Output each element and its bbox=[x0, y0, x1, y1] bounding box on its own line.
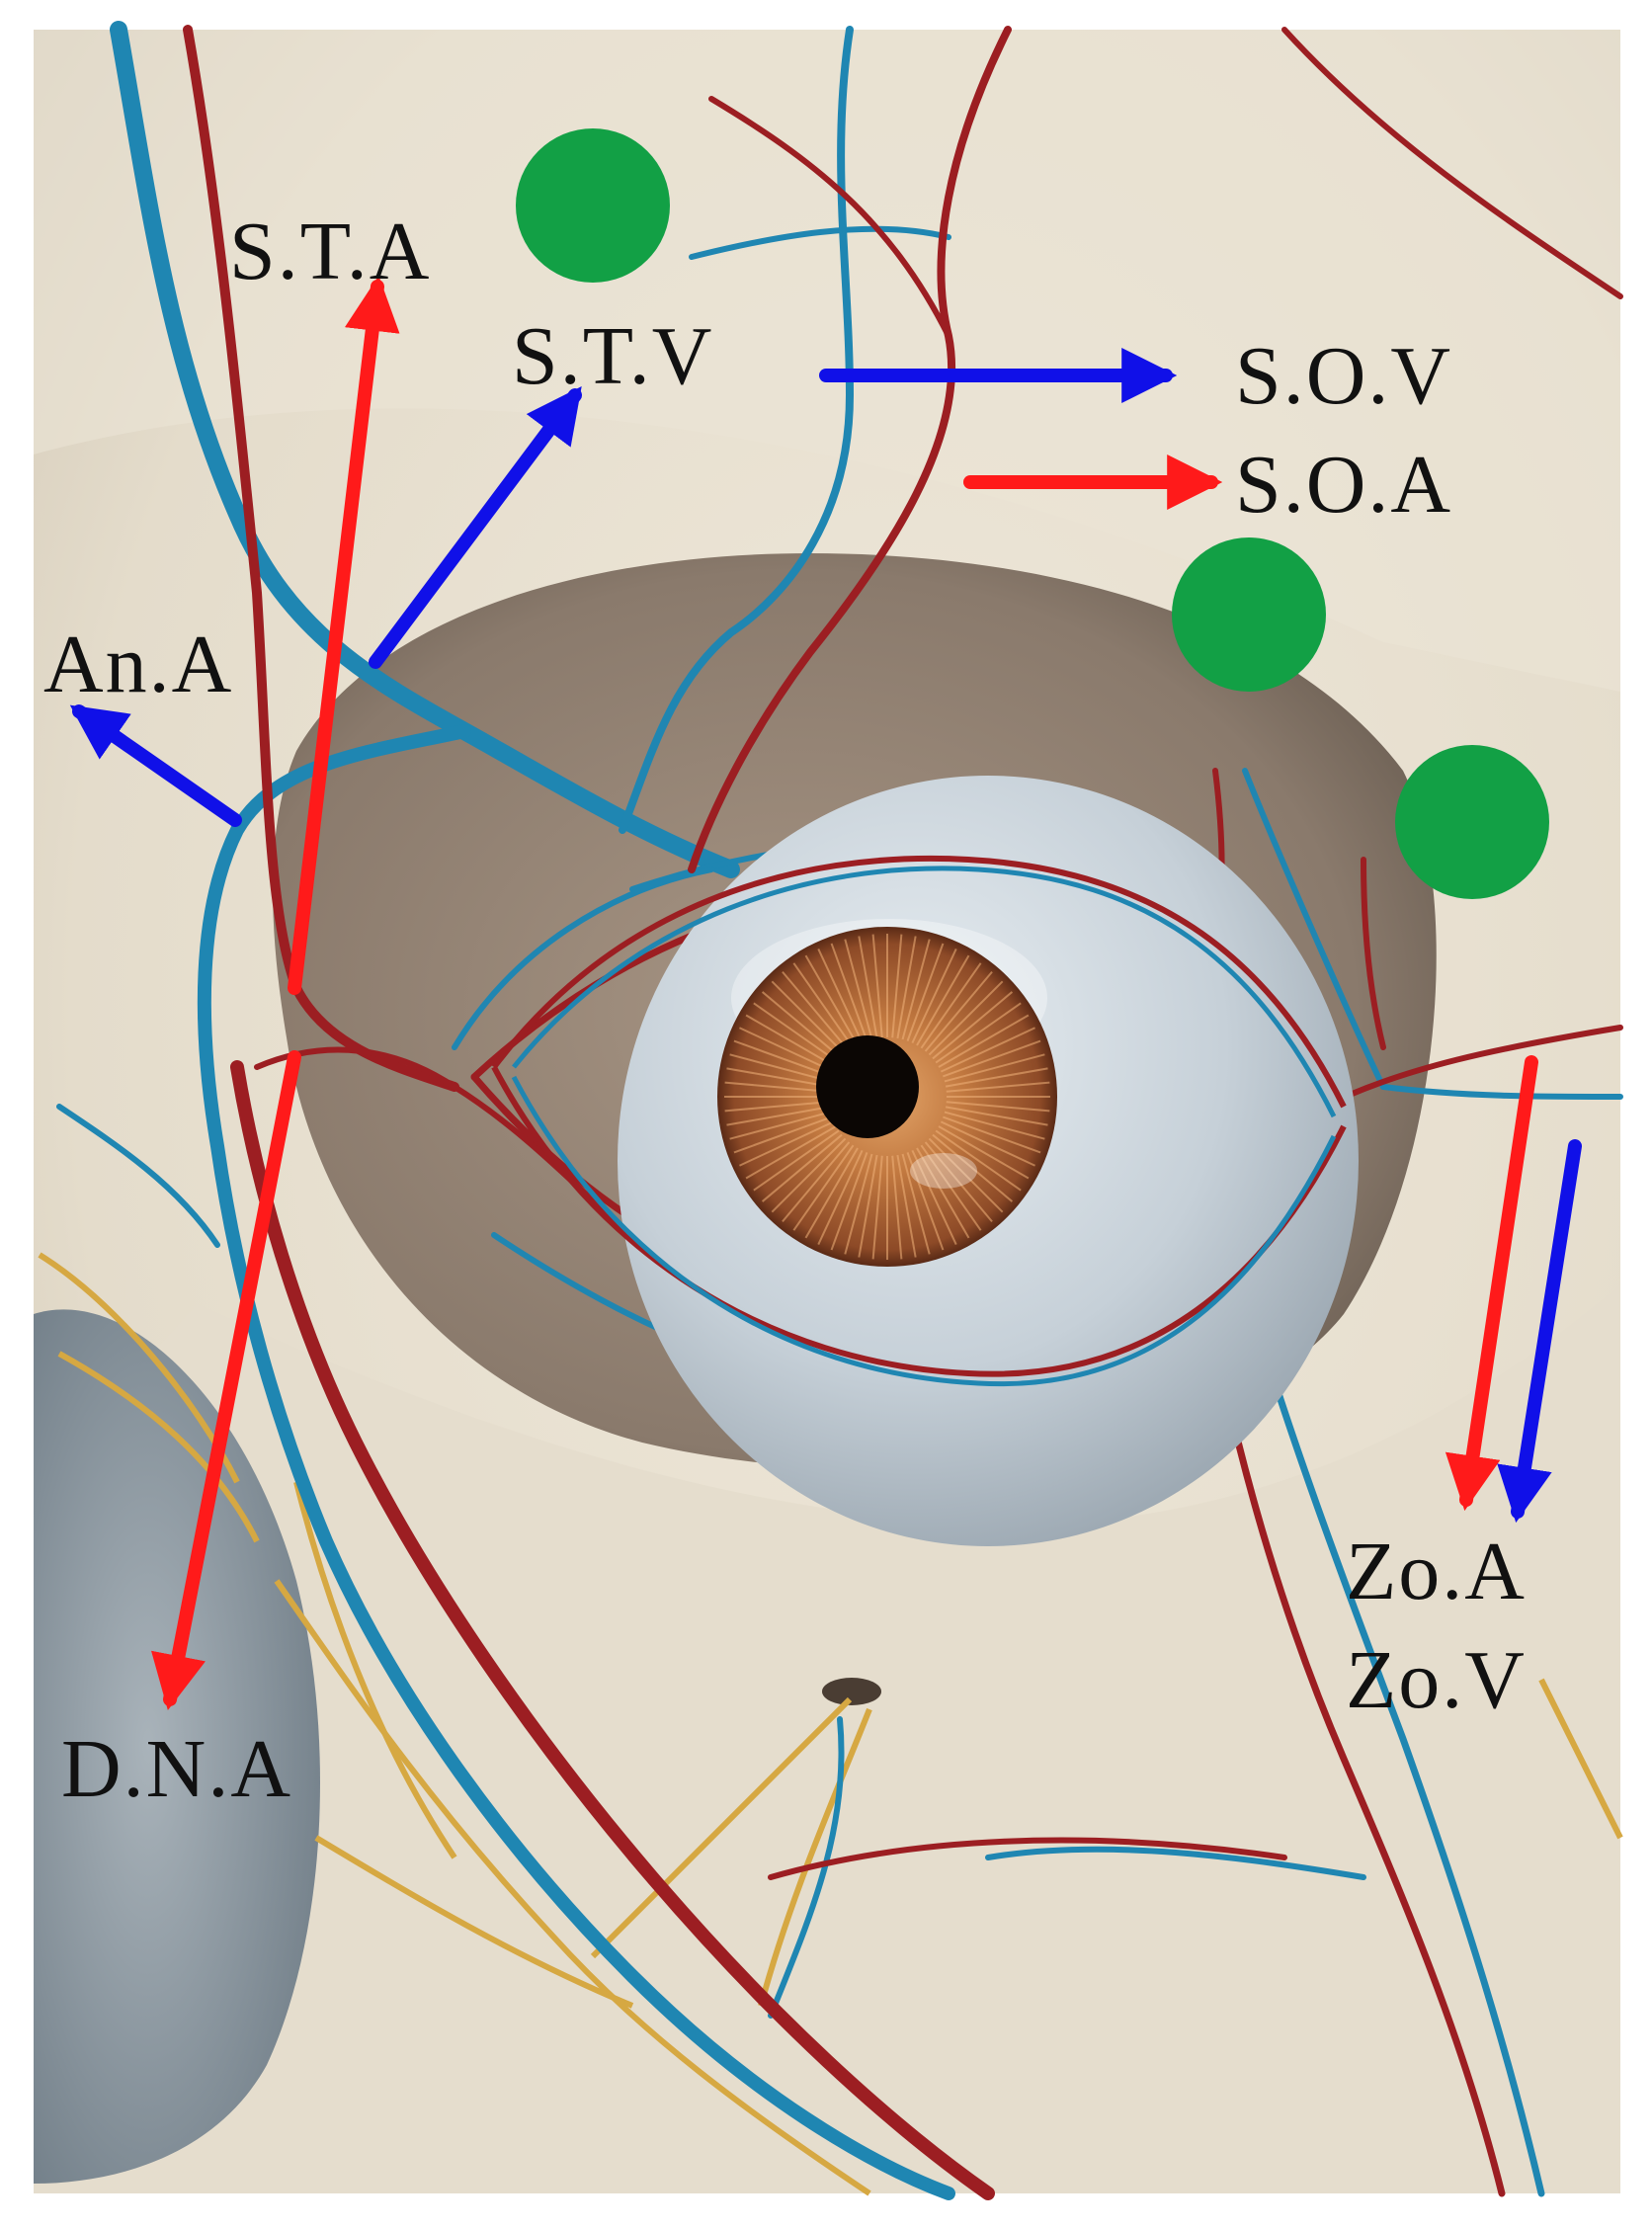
label-stv: S.T.V bbox=[512, 310, 713, 402]
iris-fiber bbox=[920, 962, 982, 1049]
iris-fiber bbox=[940, 1120, 1035, 1167]
maxilla-zygoma bbox=[34, 1284, 1620, 2193]
iris-fiber bbox=[916, 1147, 970, 1239]
label-soa: S.O.A bbox=[1235, 439, 1452, 531]
iris-fiber bbox=[771, 980, 847, 1056]
facial-nerves bbox=[38, 1252, 1623, 2196]
iris-fiber bbox=[891, 934, 903, 1038]
iris-fiber bbox=[940, 1027, 1035, 1073]
iris-fiber bbox=[858, 1154, 878, 1258]
iris-fiber bbox=[726, 1106, 830, 1126]
iris-fiber bbox=[761, 991, 843, 1060]
iris-fiber bbox=[844, 939, 873, 1040]
label-sov: S.O.V bbox=[1235, 330, 1452, 422]
zov-arrow bbox=[1497, 1139, 1582, 1524]
iris-fiber bbox=[830, 943, 868, 1041]
label-zoa: Zo.A bbox=[1346, 1526, 1527, 1617]
iris-fiber bbox=[916, 954, 970, 1046]
iris-fiber bbox=[804, 954, 859, 1046]
iris-fiber bbox=[782, 1141, 851, 1223]
iris-fiber bbox=[844, 1153, 873, 1255]
iris-fiber bbox=[729, 1111, 831, 1140]
frontal-bone bbox=[34, 30, 1620, 692]
iris-fiber bbox=[792, 1144, 855, 1231]
iris-fiber bbox=[739, 1120, 835, 1167]
label-dna: D.N.A bbox=[61, 1723, 292, 1815]
iris-fiber bbox=[901, 1153, 931, 1255]
iris-fiber bbox=[871, 1155, 883, 1260]
iris-fiber bbox=[782, 970, 851, 1052]
label-ana: An.A bbox=[43, 619, 233, 710]
iris-fiber bbox=[733, 1115, 832, 1154]
iris-fiber bbox=[938, 1125, 1030, 1180]
sta-arrow bbox=[288, 275, 400, 995]
iris-fiber bbox=[920, 1144, 982, 1231]
iris-fiber bbox=[906, 943, 945, 1041]
iris-fiber bbox=[724, 1081, 829, 1093]
upper-marker-1 bbox=[516, 128, 670, 283]
iris-fiber bbox=[896, 936, 917, 1039]
iris-fiber bbox=[924, 970, 993, 1052]
iris-fibers bbox=[724, 934, 1050, 1260]
iris-fiber bbox=[724, 1101, 829, 1113]
iris-fiber bbox=[896, 1154, 917, 1258]
iris-fiber bbox=[745, 1125, 837, 1180]
upper-marker-2 bbox=[1172, 537, 1326, 692]
iris-highlight bbox=[910, 1153, 977, 1189]
iris-fiber bbox=[792, 962, 855, 1049]
iris-fiber bbox=[891, 1155, 903, 1260]
iris-fiber bbox=[858, 936, 878, 1039]
iris-fiber bbox=[944, 1053, 1045, 1083]
iris-fiber bbox=[817, 949, 864, 1044]
iris-fiber bbox=[729, 1053, 831, 1083]
iris-fiber bbox=[932, 1133, 1014, 1202]
iris-fiber bbox=[932, 991, 1014, 1060]
iris-fiber bbox=[753, 1129, 840, 1192]
label-zov: Zo.V bbox=[1346, 1634, 1527, 1726]
iris-fiber bbox=[726, 1067, 830, 1088]
iris-fiber bbox=[946, 1101, 1050, 1113]
iris-fiber bbox=[911, 949, 957, 1044]
lateral-marker bbox=[1395, 745, 1549, 899]
iris-fiber bbox=[911, 1149, 957, 1245]
iris-fiber bbox=[901, 939, 931, 1040]
zoa-arrow bbox=[1445, 1055, 1538, 1512]
iris-fiber bbox=[928, 1137, 1004, 1213]
iris-fiber bbox=[906, 1152, 945, 1251]
pupil bbox=[816, 1035, 919, 1138]
iris-fiber bbox=[761, 1133, 843, 1202]
iris-fiber bbox=[804, 1147, 859, 1239]
palpebral-veins bbox=[511, 866, 1337, 1387]
ana-arrow bbox=[69, 704, 242, 827]
dna-arrow bbox=[151, 1050, 301, 1710]
stv-arrow bbox=[369, 386, 582, 669]
iris-fiber bbox=[945, 1067, 1048, 1088]
iris-fiber bbox=[935, 1129, 1022, 1192]
iris-fiber bbox=[928, 980, 1004, 1056]
infraorbital-foramen bbox=[822, 1678, 881, 1705]
iris-fiber bbox=[943, 1039, 1041, 1078]
veins bbox=[56, 21, 1623, 2200]
iris-fiber bbox=[945, 1106, 1048, 1126]
iris-fiber bbox=[946, 1081, 1050, 1093]
iris-fiber bbox=[938, 1014, 1030, 1068]
iris-fiber bbox=[733, 1039, 832, 1078]
iris-fiber bbox=[830, 1152, 868, 1251]
iris-fiber bbox=[924, 1141, 993, 1223]
iris-fiber bbox=[771, 1137, 847, 1213]
iris-fiber bbox=[739, 1027, 835, 1073]
iris-fiber bbox=[935, 1002, 1022, 1064]
iris-fiber bbox=[745, 1014, 837, 1068]
iris-fiber bbox=[944, 1111, 1045, 1140]
iris-fiber bbox=[943, 1115, 1041, 1154]
iris-fiber bbox=[817, 1149, 864, 1245]
iris-fiber bbox=[753, 1002, 840, 1064]
label-sta: S.T.A bbox=[229, 206, 431, 297]
iris-fiber bbox=[871, 934, 883, 1038]
